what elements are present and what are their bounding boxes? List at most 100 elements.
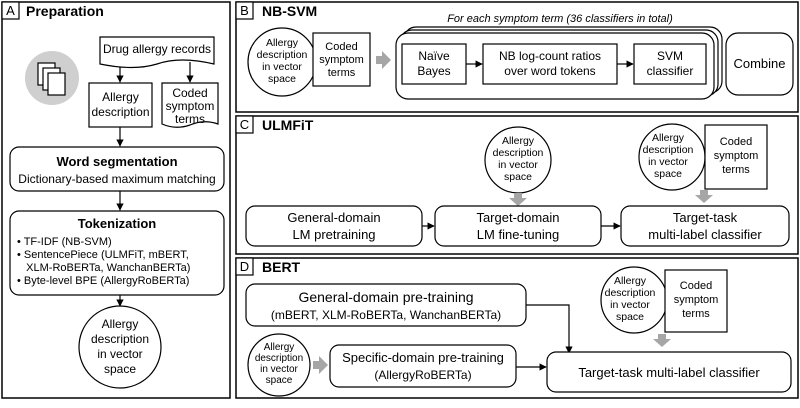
word-segmentation-title: Word segmentation	[56, 154, 177, 169]
c-grey-arrow-1	[509, 193, 527, 206]
d-vs2-line-2: description	[605, 287, 656, 299]
panel-a-title: Preparation	[26, 3, 104, 19]
c-vs1-line-4: space	[504, 171, 532, 183]
general-pretraining-subtitle: (mBERT, XLM-RoBERTa, WanchanBERTa)	[271, 308, 501, 322]
vector-space-circle	[78, 305, 162, 389]
d-target-task-box	[546, 351, 792, 393]
allergy-description-line-2: description	[91, 105, 149, 119]
combine-box	[725, 32, 794, 96]
tokenization-title: Tokenization	[78, 216, 157, 231]
b-coded-terms-line-1: Coded	[325, 41, 357, 53]
panel-c-letter: C	[240, 117, 249, 132]
tokenization-box	[9, 210, 225, 296]
tokenization-item-2: • SentencePiece (ULMFiT, mBERT,	[17, 249, 189, 261]
c-grey-arrow-2	[695, 190, 713, 203]
target-lm-line-1: Target-domain	[476, 210, 559, 225]
svm-line-2: classifier	[647, 64, 694, 78]
panel-d-badge	[235, 257, 254, 276]
panel-a-preparation: A Preparation Drug allergy records Aller…	[1, 1, 231, 399]
b-coded-terms-box	[312, 32, 371, 87]
c-vs2-line-4: space	[654, 168, 682, 180]
c-vs2-line-2: description	[643, 144, 694, 156]
c-coded-line-3: terms	[722, 164, 750, 176]
tokenization-item-1: • TF-IDF (NB-SVM)	[17, 236, 112, 248]
panel-b-caption: For each symptom term (36 classifiers in…	[447, 13, 673, 25]
naive-bayes-line-1: Naïve	[418, 49, 450, 63]
coded-terms-line-2: symptom	[166, 99, 215, 113]
b-vector-space-line-1: Allergy	[266, 37, 299, 49]
combine-label: Combine	[733, 56, 785, 71]
c-target-task-line-1: Target-task	[673, 210, 738, 225]
d-coded-line-1: Coded	[680, 280, 712, 292]
panel-d-letter: D	[240, 259, 249, 274]
documents-icon	[25, 51, 79, 105]
d-coded-line-3: terms	[682, 308, 710, 320]
d-vs2-line-1: Allergy	[614, 275, 647, 287]
coded-symptom-terms-box	[161, 82, 219, 128]
tokenization-item-3: XLM-RoBERTa, WanchanBERTa)	[17, 262, 190, 274]
b-vector-space-line-3: in vector	[262, 61, 302, 73]
specific-pretraining-title: Specific-domain pre-training	[342, 350, 504, 365]
b-grey-arrow	[376, 51, 391, 69]
panel-c-title: ULMFiT	[262, 117, 314, 133]
word-segmentation-box	[9, 146, 225, 192]
coded-terms-line-3: terms	[175, 112, 205, 126]
c-coded-line-2: symptom	[714, 150, 759, 162]
general-lm-line-1: General-domain	[287, 210, 380, 225]
d-vs2-line-4: space	[616, 311, 644, 323]
d-vector-space-circle-1	[247, 333, 311, 397]
panel-d-bert: D BERT General-domain pre-training (mBER…	[235, 257, 799, 399]
d-vs1-line-2: description	[255, 353, 303, 364]
d-coded-terms-box	[664, 269, 728, 333]
naive-bayes-line-2: Bayes	[417, 64, 450, 78]
d-target-task-label: Target-task multi-label classifier	[578, 365, 760, 380]
d-grey-arrow-2	[653, 334, 671, 347]
c-target-task-line-2: multi-label classifier	[648, 227, 762, 242]
nb-ratios-line-2: over word tokens	[504, 64, 595, 78]
vector-space-line-3: in vector	[97, 347, 142, 361]
coded-terms-line-1: Coded	[172, 86, 207, 100]
vector-space-line-1: Allergy	[102, 317, 139, 331]
general-pretraining-title: General-domain pre-training	[298, 289, 473, 305]
c-vs1-line-2: description	[493, 147, 544, 159]
drug-allergy-records-box	[99, 36, 215, 69]
panel-a-badge	[1, 1, 20, 20]
b-coded-terms-line-3: terms	[328, 67, 356, 79]
d-vs1-line-3: in vector	[260, 364, 298, 375]
c-coded-line-1: Coded	[720, 136, 752, 148]
drug-allergy-records-label: Drug allergy records	[103, 42, 211, 56]
b-vector-space-line-4: space	[268, 73, 296, 85]
c-coded-terms-box	[704, 124, 768, 190]
d-vs1-line-1: Allergy	[264, 342, 295, 353]
svm-line-1: SVM	[657, 49, 683, 63]
panel-b-nbsvm: B NB-SVM For each symptom term (36 class…	[235, 1, 799, 113]
panel-b-badge	[235, 1, 254, 20]
c-target-task-box	[620, 205, 790, 247]
panel-b-letter: B	[240, 3, 249, 18]
d-vs2-line-3: in vector	[610, 299, 650, 311]
vector-space-line-2: description	[91, 332, 149, 346]
nb-ratios-box	[482, 43, 618, 85]
vector-space-line-4: space	[104, 362, 136, 376]
target-lm-line-2: LM fine-tuning	[477, 227, 559, 242]
panel-c-ulmfit: C ULMFiT Allergy description in vector s…	[235, 115, 799, 255]
svm-classifier-box	[633, 43, 707, 85]
panel-c-badge	[235, 115, 254, 134]
specific-pretraining-subtitle: (AllergyRoBERTa)	[374, 368, 471, 382]
nb-ratios-line-1: NB log-count ratios	[499, 49, 601, 63]
tokenization-item-4: • Byte-level BPE (AllergyRoBERTa)	[17, 275, 189, 287]
c-vs2-line-3: in vector	[648, 156, 688, 168]
panel-a-letter: A	[6, 3, 15, 18]
naive-bayes-box	[401, 43, 467, 85]
word-segmentation-subtitle: Dictionary-based maximum matching	[18, 172, 215, 186]
d-coded-line-2: symptom	[674, 294, 719, 306]
c-vs2-line-1: Allergy	[652, 132, 685, 144]
allergy-description-box	[88, 82, 153, 128]
allergy-description-line-1: Allergy	[102, 90, 139, 104]
c-vs1-line-3: in vector	[498, 159, 538, 171]
panel-b-title: NB-SVM	[262, 3, 317, 19]
specific-pretraining-box	[329, 344, 517, 388]
c-vs1-line-1: Allergy	[502, 135, 535, 147]
d-vs1-line-4: space	[266, 375, 293, 386]
